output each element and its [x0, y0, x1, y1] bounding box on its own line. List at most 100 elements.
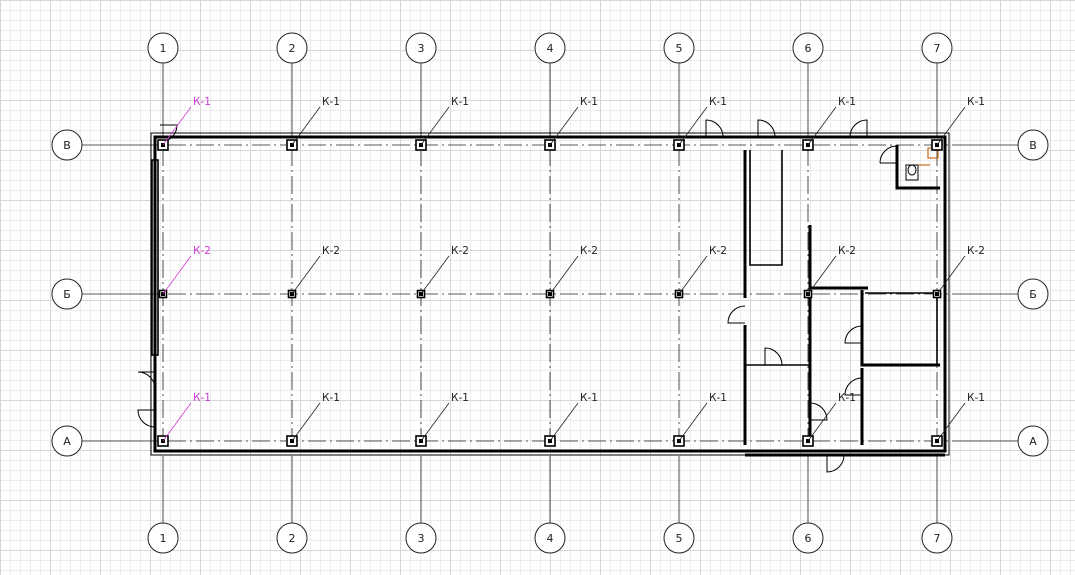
column-leader [678, 106, 708, 146]
column-label: К-2 [709, 245, 727, 257]
axis-bubble [1017, 278, 1049, 310]
column-leader [549, 106, 579, 146]
column-к-1: К-1 [286, 392, 340, 447]
axis-bubble [1017, 129, 1049, 161]
column-leader [807, 106, 837, 146]
column-label: К-1 [967, 96, 985, 108]
column-label: К-1 [193, 96, 211, 108]
column-к-1: К-1 [415, 392, 469, 447]
door-swing [757, 119, 776, 138]
axis-bubble [663, 522, 695, 554]
column-к-2: К-2 [287, 245, 340, 299]
column-leader [420, 106, 450, 146]
axis-bubble-label: Б [1029, 288, 1037, 301]
axis-bubble-label: 7 [934, 42, 941, 55]
column-leader [936, 255, 966, 295]
axis-bubble-label: 1 [160, 532, 167, 545]
axis-bubble [792, 32, 824, 64]
column-label: К-1 [709, 392, 727, 404]
axis-bubble-label: 4 [547, 532, 554, 545]
axis-bubble-label: 2 [289, 42, 296, 55]
column-label: К-1 [322, 392, 340, 404]
column-к-1: К-1 [157, 96, 211, 151]
column-label: К-1 [451, 96, 469, 108]
column-leader [420, 255, 450, 295]
door-swing [727, 305, 746, 324]
door-swing [879, 145, 898, 164]
column-label: К-2 [193, 245, 211, 257]
axis-bubble [921, 32, 953, 64]
column-leader [162, 255, 192, 295]
column-label: К-1 [322, 96, 340, 108]
column-к-1: К-1 [544, 96, 598, 151]
door-swing [844, 377, 863, 396]
axis-bubble [405, 32, 437, 64]
column-leader [807, 402, 837, 442]
axis-bubble [51, 129, 83, 161]
column-label: К-1 [580, 392, 598, 404]
column-leader [162, 106, 192, 146]
column-label: К-1 [580, 96, 598, 108]
axis-bubble-label: 5 [676, 42, 683, 55]
door-swing [826, 454, 845, 473]
column-к-1: К-1 [673, 392, 727, 447]
column-к-1: К-1 [415, 96, 469, 151]
axis-bubble [792, 522, 824, 554]
axis-bubble [147, 522, 179, 554]
axis-bubble-label: Б [63, 288, 71, 301]
column-leader [420, 402, 450, 442]
column-leader [936, 402, 966, 442]
column-leader [807, 255, 837, 295]
column-label: К-2 [322, 245, 340, 257]
column-leader [678, 402, 708, 442]
column-к-1: К-1 [931, 392, 985, 447]
column-label: К-1 [838, 96, 856, 108]
interior-chamber [749, 150, 783, 266]
column-к-1: К-1 [157, 392, 211, 447]
axis-bubble [405, 522, 437, 554]
column-к-2: К-2 [803, 245, 856, 299]
axis-bubble [276, 522, 308, 554]
column-leader [936, 106, 966, 146]
column-label: К-1 [838, 392, 856, 404]
column-label: К-2 [580, 245, 598, 257]
column-label: К-1 [709, 96, 727, 108]
axis-bubble-label: 5 [676, 532, 683, 545]
bathroom-fixtures [905, 147, 939, 181]
outer-wall-face [150, 132, 950, 456]
axis-bubble-label: А [1029, 435, 1037, 448]
column-leader [549, 402, 579, 442]
door-swing [844, 325, 863, 344]
door-swing [705, 119, 724, 138]
axis-bubble [534, 32, 566, 64]
axis-bubble-label: 2 [289, 532, 296, 545]
axis-bubble [51, 278, 83, 310]
door-swing [137, 409, 156, 428]
room-walls [860, 290, 940, 445]
column-leader [549, 255, 579, 295]
toilet-bowl [907, 164, 917, 176]
interior-wall-2 [808, 225, 868, 445]
axis-bubble [921, 522, 953, 554]
column-label: К-2 [967, 245, 985, 257]
walls [150, 132, 950, 457]
toilet [905, 164, 919, 181]
column-label: К-1 [193, 392, 211, 404]
axis-bubble-label: 4 [547, 42, 554, 55]
column-к-2: К-2 [932, 245, 985, 299]
axis-bubble-label: 3 [418, 532, 425, 545]
axis-bubble-label: 7 [934, 532, 941, 545]
axis-bubble-label: 1 [160, 42, 167, 55]
column-leader [291, 106, 321, 146]
axis-bubble [1017, 425, 1049, 457]
column-к-2: К-2 [416, 245, 469, 299]
column-label: К-1 [451, 392, 469, 404]
axis-bubble-label: В [1029, 139, 1037, 152]
column-label: К-1 [967, 392, 985, 404]
column-к-2: К-2 [674, 245, 727, 299]
axis-bubble [663, 32, 695, 64]
column-к-2: К-2 [545, 245, 598, 299]
column-к-1: К-1 [802, 392, 856, 447]
